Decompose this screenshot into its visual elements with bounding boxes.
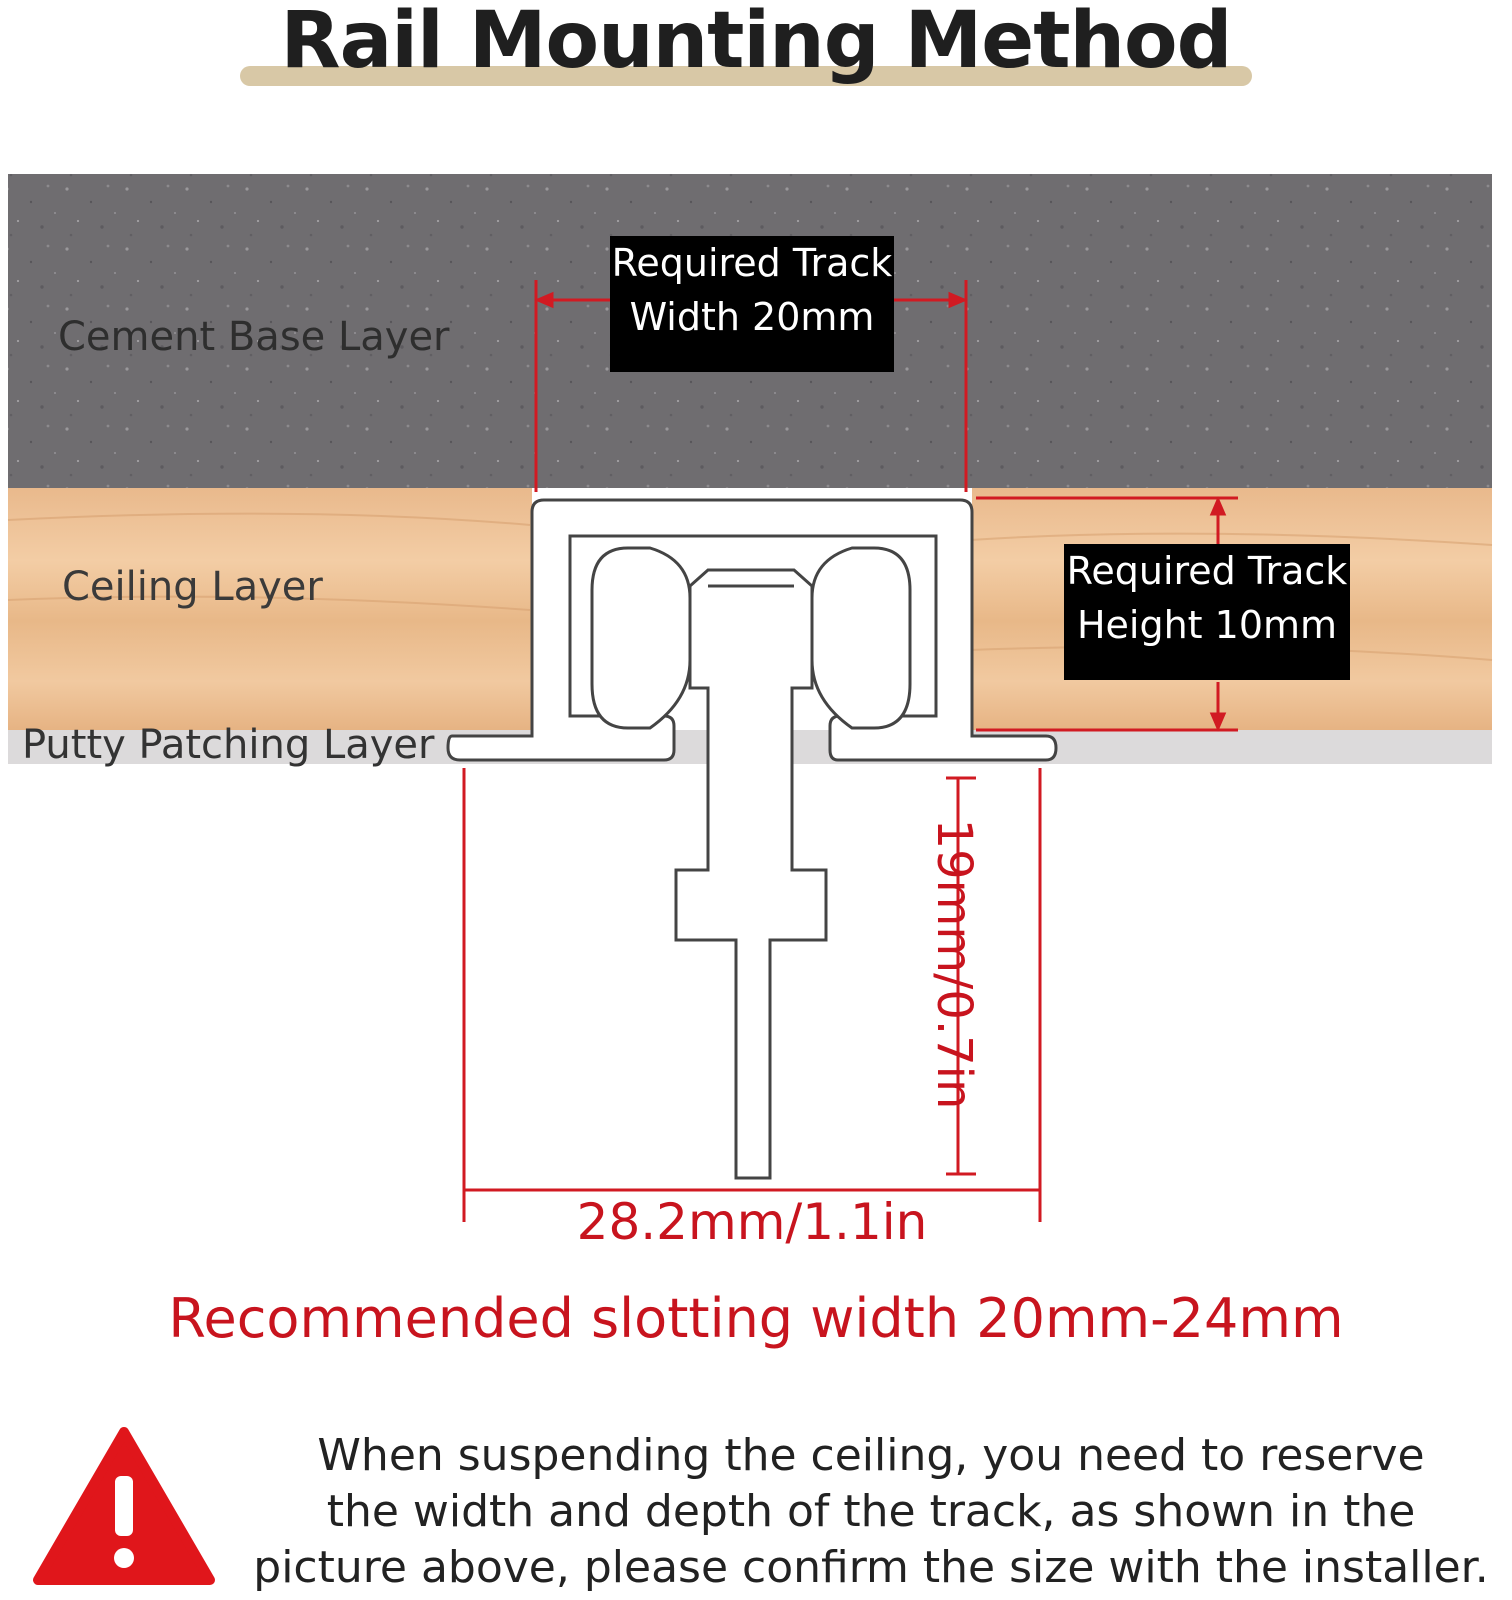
track-width-line2: Width 20mm bbox=[629, 295, 875, 339]
overall-width-dimension bbox=[462, 768, 1042, 1222]
putty-layer-label: Putty Patching Layer bbox=[22, 722, 435, 768]
wheel-height-label: 19mm/0.7in bbox=[926, 818, 982, 1110]
recommendation-text: Recommended slotting width 20mm-24mm bbox=[168, 1287, 1344, 1350]
track-height-dimension bbox=[976, 496, 1238, 732]
warning-line-2: the width and depth of the track, as sho… bbox=[326, 1486, 1416, 1537]
track-width-box: Required Track Width 20mm bbox=[610, 236, 894, 372]
track-width-line1: Required Track bbox=[611, 241, 893, 285]
ceiling-layer-label: Ceiling Layer bbox=[62, 564, 323, 610]
hanger-body bbox=[674, 568, 828, 1180]
track-width-dimension bbox=[534, 280, 968, 492]
warning-line-1: When suspending the ceiling, you need to… bbox=[317, 1430, 1425, 1481]
page-title: Rail Mounting Method bbox=[280, 0, 1233, 86]
warning-line-3: picture above, please confirm the size w… bbox=[253, 1542, 1489, 1593]
warning-triangle-icon bbox=[33, 1427, 215, 1585]
track-height-box: Required Track Height 10mm bbox=[1064, 544, 1350, 680]
track-height-line1: Required Track bbox=[1066, 549, 1348, 593]
wheel-height-dimension bbox=[946, 776, 976, 1176]
cement-layer-label: Cement Base Layer bbox=[58, 314, 450, 360]
roller-wheels bbox=[590, 546, 912, 730]
overall-width-label: 28.2mm/1.1in bbox=[576, 1193, 928, 1251]
track-height-line2: Height 10mm bbox=[1076, 603, 1338, 647]
warning-text: When suspending the ceiling, you need to… bbox=[230, 1428, 1512, 1596]
title-underline bbox=[240, 66, 1252, 86]
track-profile bbox=[446, 498, 1058, 762]
